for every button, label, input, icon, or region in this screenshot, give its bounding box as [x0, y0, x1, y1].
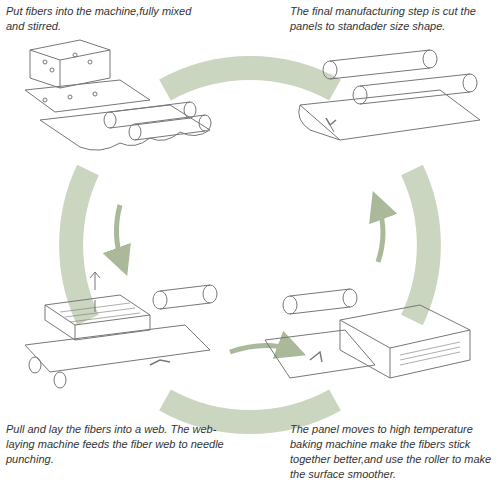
step-caption: The panel moves to high temperature baki…	[290, 422, 495, 481]
step-caption: The final manufacturing step is cut the …	[290, 4, 495, 34]
step-caption: Put fibers into the machine,fully mixed …	[6, 4, 196, 34]
cutting-machine	[299, 50, 480, 140]
cycle-band	[71, 68, 429, 422]
needle-punch-machine	[25, 272, 217, 388]
baking-oven	[265, 289, 470, 378]
step-caption: Pull and lay the fibers into a web. The …	[6, 422, 226, 467]
mixing-machine	[25, 40, 211, 150]
